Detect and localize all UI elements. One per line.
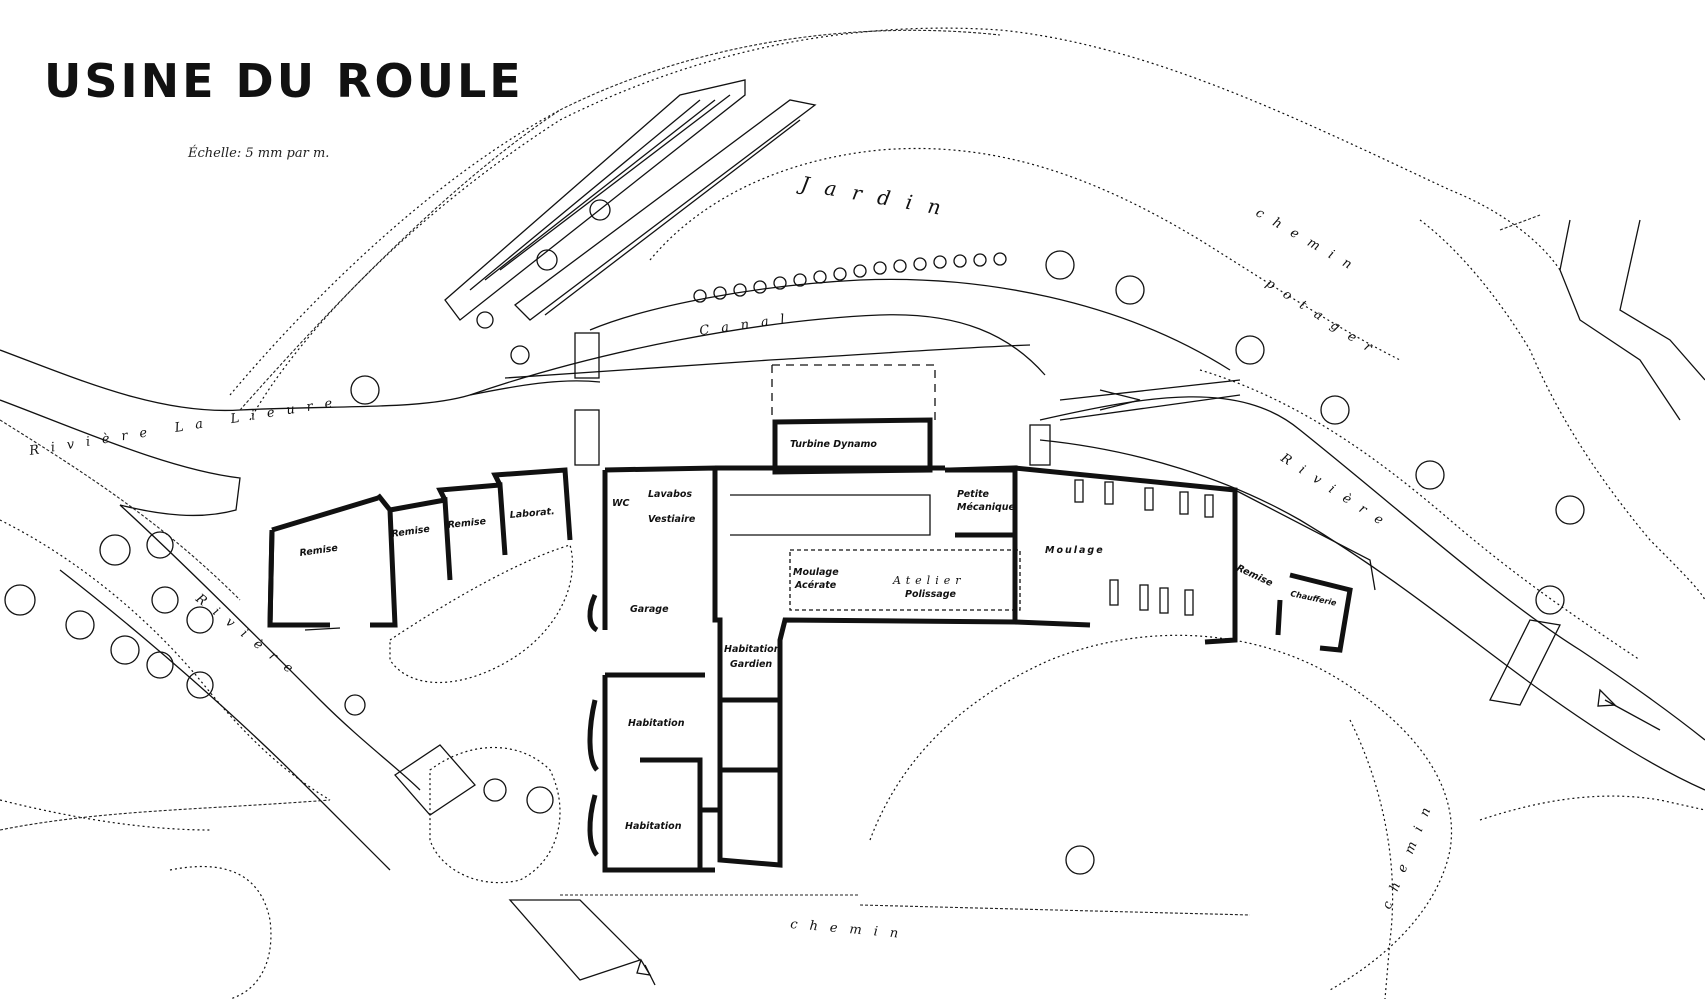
room-garage: Garage <box>630 604 669 615</box>
label-chemin-right-bottom: chemin <box>1380 794 1439 911</box>
map-title: USINE DU ROULE <box>44 54 524 108</box>
room-habitation-gardien-1: Habitation <box>724 644 781 655</box>
room-habitation-gardien-2: Gardien <box>730 659 772 670</box>
room-laborat: Laborat. <box>509 506 555 521</box>
room-moulage-acierate-1: Moulage <box>793 567 839 578</box>
room-remise-2: Remise <box>391 524 431 540</box>
room-remise-3: Remise <box>447 516 487 531</box>
river-la-lieure <box>0 349 1705 791</box>
river-lower-left <box>59 504 421 871</box>
label-canal: Canal <box>698 310 797 338</box>
room-habitation-2: Habitation <box>625 821 682 832</box>
bridges <box>394 332 1561 981</box>
room-mecanique: Mécanique <box>957 502 1016 513</box>
label-chemin-right-top: chemin <box>1253 205 1365 278</box>
label-jardin: Jardin <box>795 171 958 223</box>
room-vestiaire: Vestiaire <box>648 514 696 525</box>
room-wc: WC <box>612 498 629 509</box>
shrub-row <box>693 252 1007 303</box>
room-turbine-dynamo: Turbine Dynamo <box>790 439 877 450</box>
room-chaufferie: Chaufferie <box>1290 589 1338 608</box>
label-chemin-bottom: chemin <box>790 917 911 942</box>
buildings <box>267 364 1376 873</box>
flow-arrows <box>636 688 1661 986</box>
room-lavabos: Lavabos <box>648 489 692 500</box>
label-riviere-left: Rivière <box>192 591 305 684</box>
room-remise-4: Remise <box>1235 563 1275 589</box>
canal <box>469 278 1231 396</box>
room-moulage: Moulage <box>1045 545 1105 556</box>
room-remise-1: Remise <box>299 543 339 559</box>
room-polissage: Polissage <box>905 589 957 600</box>
room-petite: Petite <box>957 489 989 500</box>
trees <box>4 199 1585 875</box>
label-riviere-la-lieure: Rivière La Lieure <box>27 394 345 459</box>
label-potager: potager <box>1263 276 1385 362</box>
garden-banks <box>0 27 1705 999</box>
room-habitation-1: Habitation <box>628 718 685 729</box>
room-moulage-acierate-2: Acérate <box>794 580 837 591</box>
fence-lines <box>0 29 1705 916</box>
garden-beds <box>444 79 817 321</box>
scale-note: Échelle: 5 mm par m. <box>187 145 329 161</box>
room-atelier: Atelier <box>892 574 966 587</box>
